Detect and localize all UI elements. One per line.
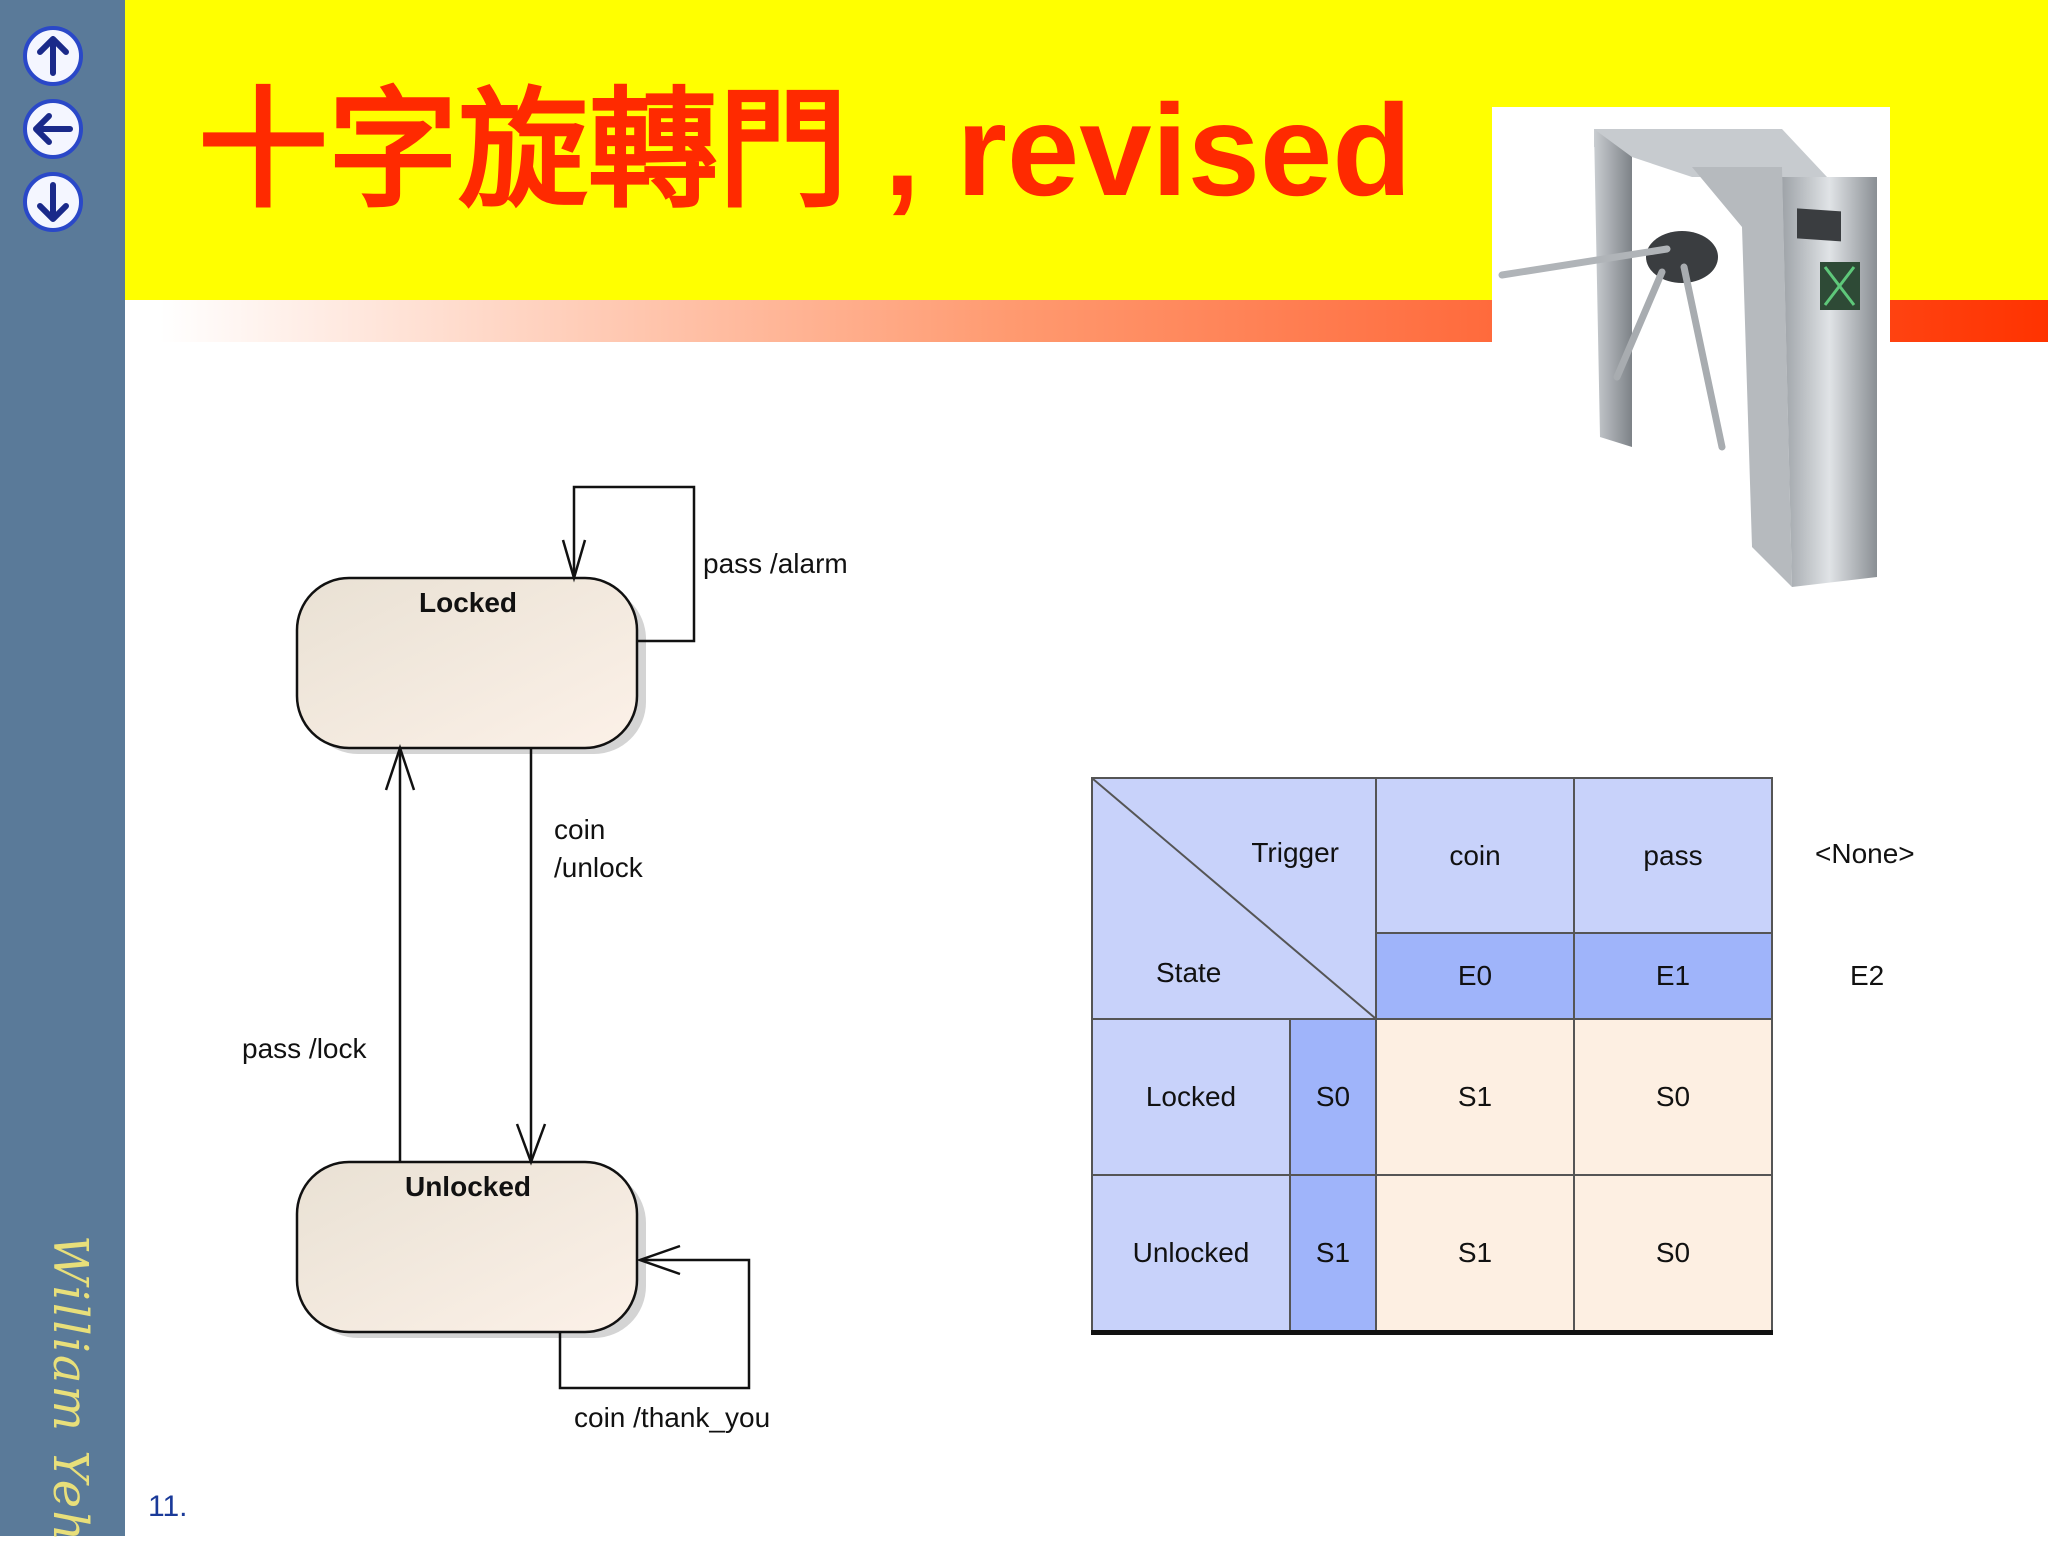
sidebar: William Yeh [0,0,125,1543]
event-cell: E0 [1375,932,1575,1020]
transition-pass-lock [384,744,416,1162]
state-locked[interactable] [295,576,646,754]
arrow-up-icon [23,26,83,86]
transition-label: /unlock [554,852,644,883]
state-code-cell: S0 [1289,1018,1377,1176]
event-cell: E1 [1573,932,1773,1020]
slide-number: 11. [148,1490,188,1523]
nav-up-button[interactable] [22,25,84,87]
state-code-cell: S1 [1289,1174,1377,1335]
state-transition-table: Trigger State coin pass E0 E1 Locked S0 … [1091,777,1773,1335]
next-state-cell: S1 [1375,1174,1575,1335]
arrow-down-icon [23,172,83,232]
table-row: Locked S0 S1 S0 [1091,1018,1773,1176]
trigger-cell: pass [1573,777,1773,934]
state-label-cell: Unlocked [1091,1174,1291,1335]
state-name: Locked [419,587,517,618]
transition-coin-thank-you [558,1244,751,1390]
transition-label: pass /lock [242,1033,367,1064]
slide-title: 十字旋轉門 , revised [198,77,1412,223]
table-row: Unlocked S1 S1 S0 [1091,1174,1773,1335]
transition-label: pass /alarm [703,548,848,579]
nav-down-button[interactable] [22,171,84,233]
next-state-cell: S0 [1573,1174,1773,1335]
state-header: State [1156,957,1222,988]
next-state-cell: S0 [1573,1018,1773,1176]
diagonal-divider [1093,779,1375,1018]
next-state-cell: S1 [1375,1018,1575,1176]
trigger-cell: coin [1375,777,1575,934]
state-name: Unlocked [405,1171,531,1202]
author-signature: William Yeh [42,1235,98,1543]
turnstile-photo [1492,107,1890,602]
trigger-cell-none: <None> [1815,838,1915,869]
state-label-cell: Locked [1091,1018,1291,1176]
state-unlocked[interactable] [295,1160,646,1338]
nav-back-button[interactable] [22,98,84,160]
trigger-header: Trigger [1251,837,1339,868]
transition-label: coin [554,814,605,845]
transition-pass-alarm [561,485,696,643]
arrow-left-icon [23,99,83,159]
event-cell-e2: E2 [1850,960,1885,991]
transition-label: coin /thank_you [574,1402,770,1433]
transition-coin-unlock [515,748,547,1166]
table-corner-cell: Trigger State [1091,777,1377,1020]
